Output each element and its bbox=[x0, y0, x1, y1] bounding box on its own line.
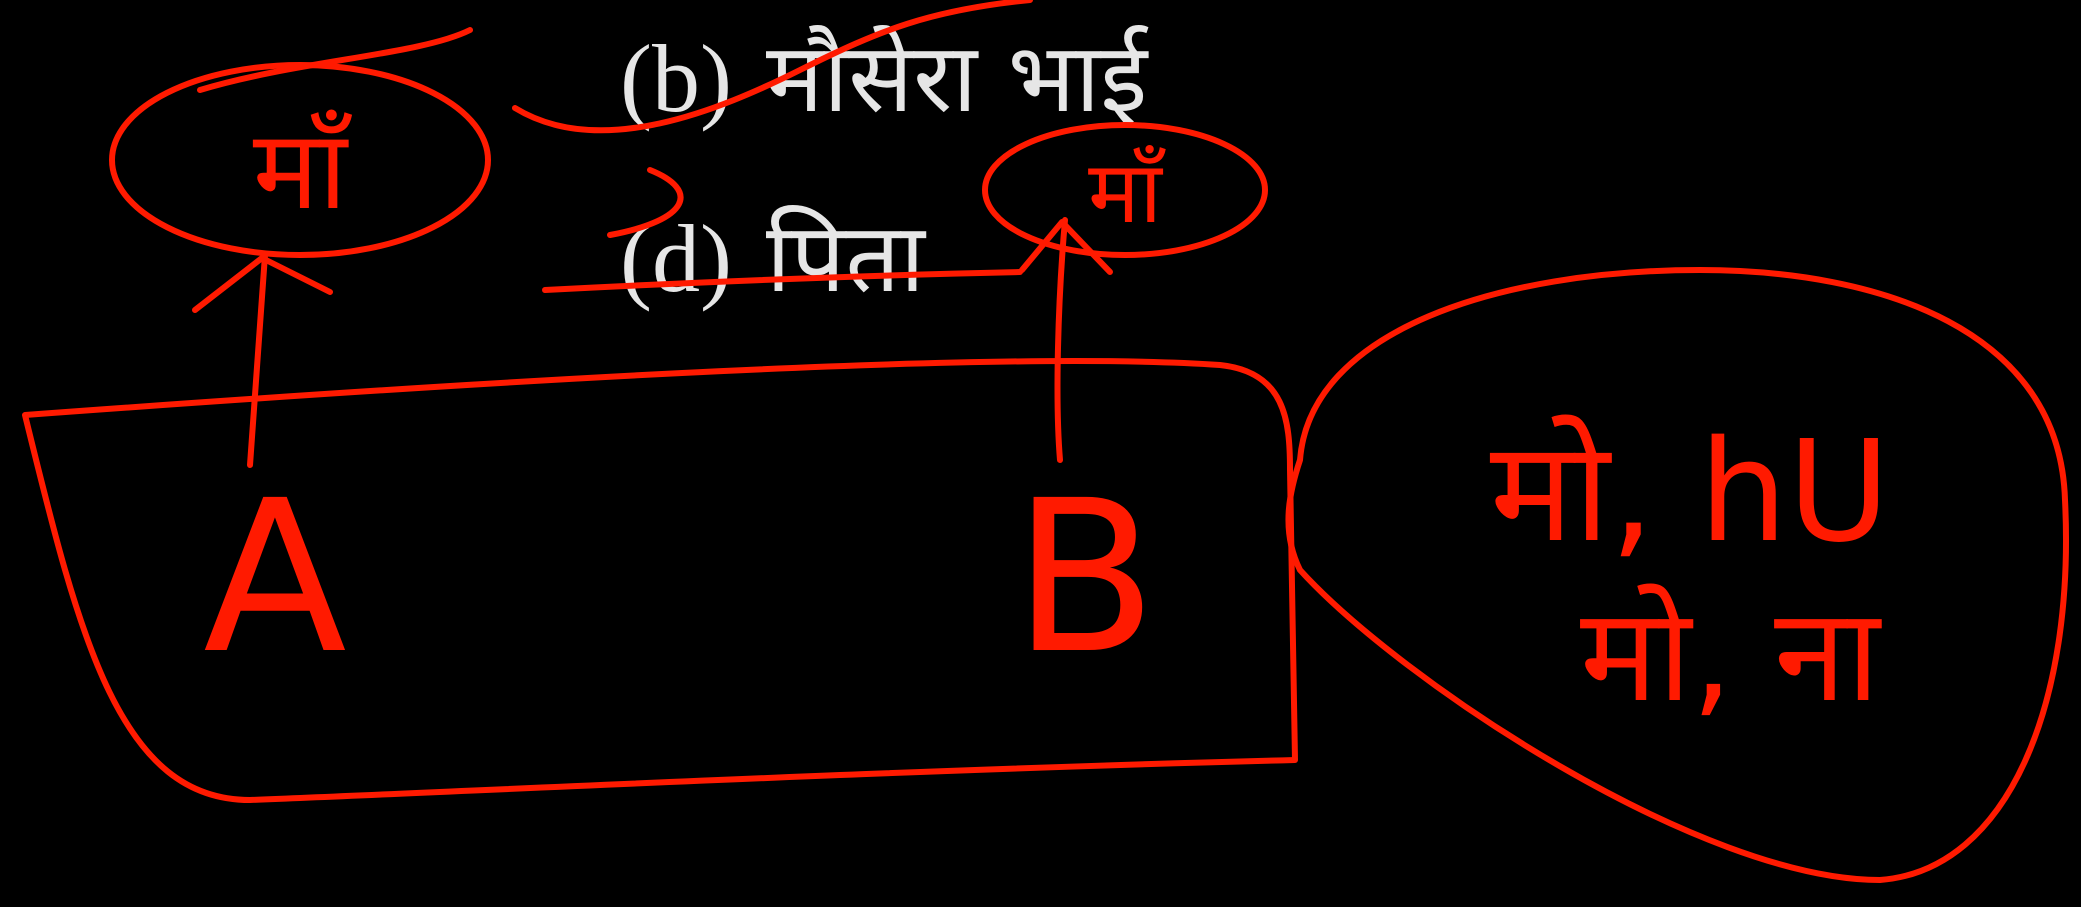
right-circle-label: माँ bbox=[1088, 143, 1166, 243]
tick-mark-d bbox=[607, 167, 684, 238]
left-connector-line bbox=[247, 252, 268, 468]
big-circle-line-2: मो, ना bbox=[1580, 579, 1882, 731]
option-b: (b)मौसेरा भाई bbox=[620, 30, 1147, 127]
right-mother-circle bbox=[982, 122, 1268, 258]
big-circle bbox=[1285, 267, 2069, 883]
right-arrow-head bbox=[1019, 219, 1113, 275]
strike-option-b bbox=[512, 0, 1033, 134]
right-connector-line bbox=[1054, 217, 1068, 463]
left-circle-label: माँ bbox=[253, 106, 352, 234]
left-arrow-head bbox=[192, 255, 333, 313]
person-a-label: A bbox=[203, 455, 347, 700]
strike-option-d bbox=[542, 269, 1023, 293]
option-b-text: मौसेरा भाई bbox=[765, 22, 1148, 134]
family-box bbox=[22, 358, 1298, 803]
left-circle-top-stroke bbox=[197, 27, 473, 93]
person-b-label: B bbox=[1013, 455, 1157, 700]
big-circle-line-1: मो, hU bbox=[1490, 411, 1890, 574]
option-d-text: पिता bbox=[765, 202, 925, 314]
